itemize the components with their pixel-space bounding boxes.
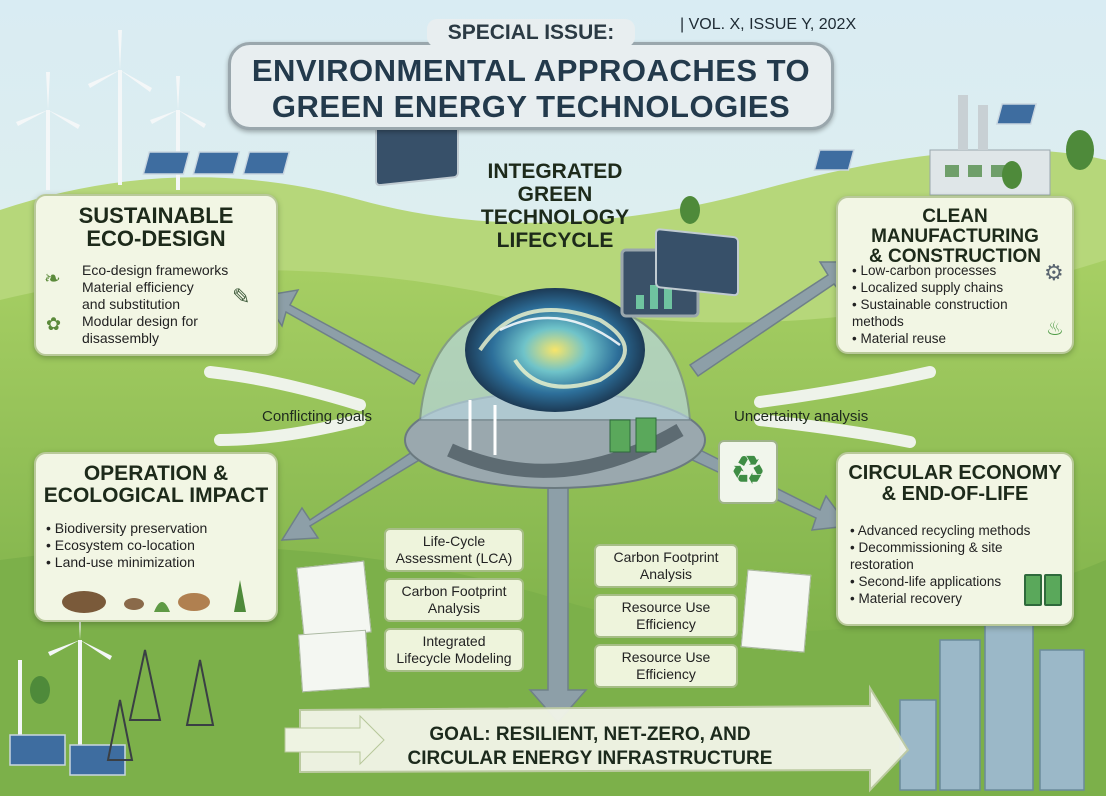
operation-title: OPERATION & ECOLOGICAL IMPACT: [43, 462, 269, 508]
manufacturing-title: CLEAN MANUFACTURING & CONSTRUCTION: [868, 206, 1042, 267]
edit-icon: ✎: [232, 284, 251, 309]
manufacturing-list: • Low-carbon processes • Localized suppl…: [852, 262, 1008, 347]
list-item: • Material reuse: [852, 331, 947, 346]
list-item: • Second-life applications: [850, 574, 1002, 589]
robot-arm-icon: ⚙: [1044, 260, 1064, 285]
leaf-hand-icon: ❧: [44, 268, 61, 290]
list-item: Eco-design frameworks: [82, 262, 229, 278]
list-item: • Low-carbon processes: [852, 263, 997, 278]
list-item: Modular design for disassembly: [82, 313, 198, 346]
circular-title: CIRCULAR ECONOMY & END-OF-LIFE: [848, 462, 1062, 505]
flame-icon: ♨: [1046, 318, 1064, 340]
special-issue-label: SPECIAL ISSUE:: [427, 19, 635, 47]
center-title: INTEGRATED GREEN TECHNOLOGY LIFECYCLE: [480, 160, 630, 252]
chart-card-left: [296, 560, 372, 640]
eco-design-title: SUSTAINABLE ECO-DESIGN: [78, 203, 234, 252]
tool-box-resource-efficiency: Resource Use Efficiency: [594, 594, 738, 638]
conflicting-goals-label: Conflicting goals: [262, 408, 373, 425]
list-item: Material efficiency and substitution: [82, 279, 194, 312]
battery-icon: [1024, 574, 1042, 606]
circular-panel: CIRCULAR ECONOMY & END-OF-LIFE • Advance…: [836, 452, 1074, 626]
title-banner: SPECIAL ISSUE: ENVIRONMENTAL APPROACHES …: [228, 19, 834, 130]
title-line-2: GREEN ENERGY TECHNOLOGIES: [271, 89, 791, 124]
list-item: • Land-use minimization: [46, 554, 195, 570]
circular-list: • Advanced recycling methods • Decommiss…: [850, 522, 1030, 607]
sprout-icon: ✿: [46, 314, 62, 334]
battery-icon: [1044, 574, 1062, 606]
tool-box-resource-efficiency-2: Resource Use Efficiency: [594, 644, 738, 688]
list-item: • Advanced recycling methods: [850, 523, 1031, 538]
list-item: • Biodiversity preservation: [46, 520, 208, 536]
eco-design-list: Eco-design frameworks Material efficienc…: [82, 262, 228, 347]
recycle-icon: ♻: [718, 440, 778, 504]
list-item: • Decommissioning & site restoration: [850, 540, 1003, 572]
operation-panel: OPERATION & ECOLOGICAL IMPACT • Biodiver…: [34, 452, 278, 622]
tool-box-carbon-footprint: Carbon Footprint Analysis: [384, 578, 524, 622]
tool-box-carbon-footprint-right: Carbon Footprint Analysis: [594, 544, 738, 588]
list-item: • Sustainable construction methods: [852, 297, 1008, 329]
list-item: • Localized supply chains: [852, 280, 1004, 295]
chart-card-right: [740, 569, 812, 653]
title-line-1: ENVIRONMENTAL APPROACHES TO: [251, 53, 811, 88]
wildlife-illustration: [62, 580, 246, 613]
manufacturing-panel: CLEAN MANUFACTURING & CONSTRUCTION • Low…: [836, 196, 1074, 354]
issue-info: | VOL. X, ISSUE Y, 202X: [680, 16, 857, 33]
goal-line-1: GOAL: RESILIENT, NET-ZERO, AND: [429, 724, 751, 745]
operation-list: • Biodiversity preservation • Ecosystem …: [46, 520, 207, 571]
list-item: • Material recovery: [850, 591, 963, 606]
tool-box-lca: Life-Cycle Assessment (LCA): [384, 528, 524, 572]
chart-card-left-2: [298, 629, 370, 693]
uncertainty-analysis-label: Uncertainty analysis: [734, 408, 869, 425]
list-item: • Ecosystem co-location: [46, 537, 195, 553]
goal-line-2: CIRCULAR ENERGY INFRASTRUCTURE: [407, 748, 773, 769]
tool-box-lifecycle-modeling: Integrated Lifecycle Modeling: [384, 628, 524, 672]
eco-design-panel: SUSTAINABLE ECO-DESIGN Eco-design framew…: [34, 194, 278, 356]
